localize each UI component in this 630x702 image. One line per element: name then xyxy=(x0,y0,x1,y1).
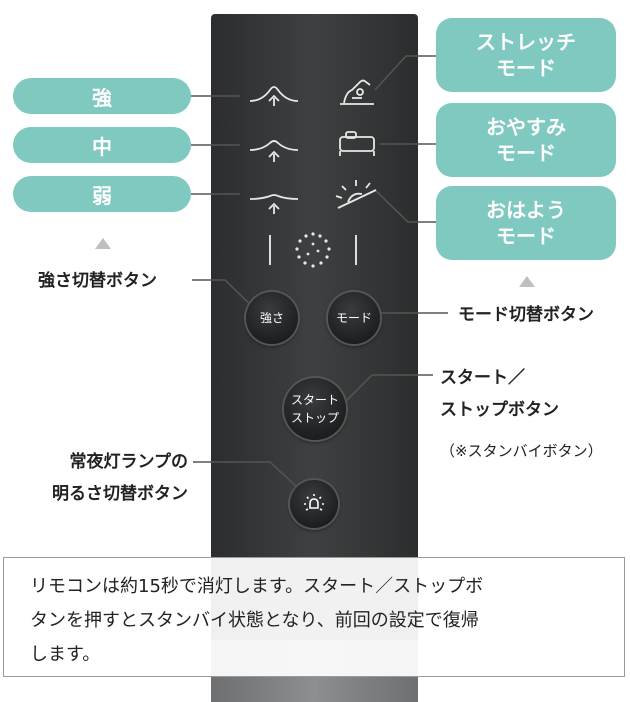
info-text-line2: タンを押すとスタンバイ状態となり、前回の設定で復帰 xyxy=(30,610,479,631)
mode-button[interactable]: モード xyxy=(328,292,380,344)
stretch-mode-line2: モード xyxy=(496,56,556,80)
label-morning-mode: おはよう モード xyxy=(436,186,616,260)
label-sleep-mode: おやすみ モード xyxy=(436,103,616,177)
lamp-icon xyxy=(304,494,324,511)
callout-mode-switch: モード切替ボタン xyxy=(458,305,594,325)
callout-nightlight: 常夜灯ランプの 明るさ切替ボタン xyxy=(18,446,188,510)
callout-nightlight-line2: 明るさ切替ボタン xyxy=(52,484,188,504)
strong-wave-icon xyxy=(249,86,299,106)
start-stop-button[interactable]: スタート ストップ xyxy=(284,378,346,440)
mode-icons xyxy=(335,79,377,209)
callout-start-stop: スタート／ ストップボタン xyxy=(440,362,559,426)
nightlight-button[interactable] xyxy=(290,480,338,528)
label-medium: 中 xyxy=(13,127,191,163)
stretch-icon xyxy=(340,79,374,105)
medium-wave-icon xyxy=(249,140,299,162)
callout-nightlight-line1: 常夜灯ランプの xyxy=(69,452,189,472)
connector-lines xyxy=(191,55,448,489)
stretch-mode-line1: ストレッチ xyxy=(476,30,576,54)
callout-standby-note: （※スタンバイボタン） xyxy=(440,442,603,460)
weak-wave-icon xyxy=(249,194,299,214)
morning-mode-line2: モード xyxy=(496,224,556,248)
right-pointer-triangle xyxy=(519,276,535,287)
dots-indicator-icon xyxy=(295,232,331,268)
info-box: リモコンは約15秒で消灯します。スタート／ストップボ タンを押すとスタンバイ状態… xyxy=(3,557,625,677)
bed-icon xyxy=(339,131,375,156)
line-intensity-button xyxy=(192,279,257,311)
morning-mode-line1: おはよう xyxy=(486,198,566,222)
intensity-button-label: 強さ xyxy=(259,311,284,325)
start-stop-button-line1: スタート xyxy=(290,393,339,407)
sleep-mode-line2: モード xyxy=(496,141,556,165)
line-startstop-button xyxy=(344,374,433,403)
intensity-icons xyxy=(249,86,299,214)
label-weak: 弱 xyxy=(13,176,191,212)
info-text-line1: リモコンは約15秒で消灯します。スタート／ストップボ xyxy=(30,576,484,597)
line-morning xyxy=(374,189,436,223)
callout-start-stop-line2: ストップボタン xyxy=(440,400,559,420)
side-bars xyxy=(269,235,357,265)
sunrise-icon xyxy=(335,180,377,209)
label-strong: 強 xyxy=(13,78,191,114)
info-text-line3: します。 xyxy=(30,644,101,665)
left-pointer-triangle xyxy=(95,238,111,249)
intensity-button[interactable]: 強さ xyxy=(246,292,298,344)
callout-start-stop-line1: スタート／ xyxy=(440,368,525,388)
start-stop-button-line2: ストップ xyxy=(290,411,339,425)
mode-button-label: モード xyxy=(335,311,372,325)
line-lamp-button xyxy=(193,461,299,489)
sleep-mode-line1: おやすみ xyxy=(486,115,566,139)
label-stretch-mode: ストレッチ モード xyxy=(436,18,616,92)
line-stretch xyxy=(374,55,436,91)
callout-intensity-switch: 強さ切替ボタン xyxy=(38,271,157,291)
